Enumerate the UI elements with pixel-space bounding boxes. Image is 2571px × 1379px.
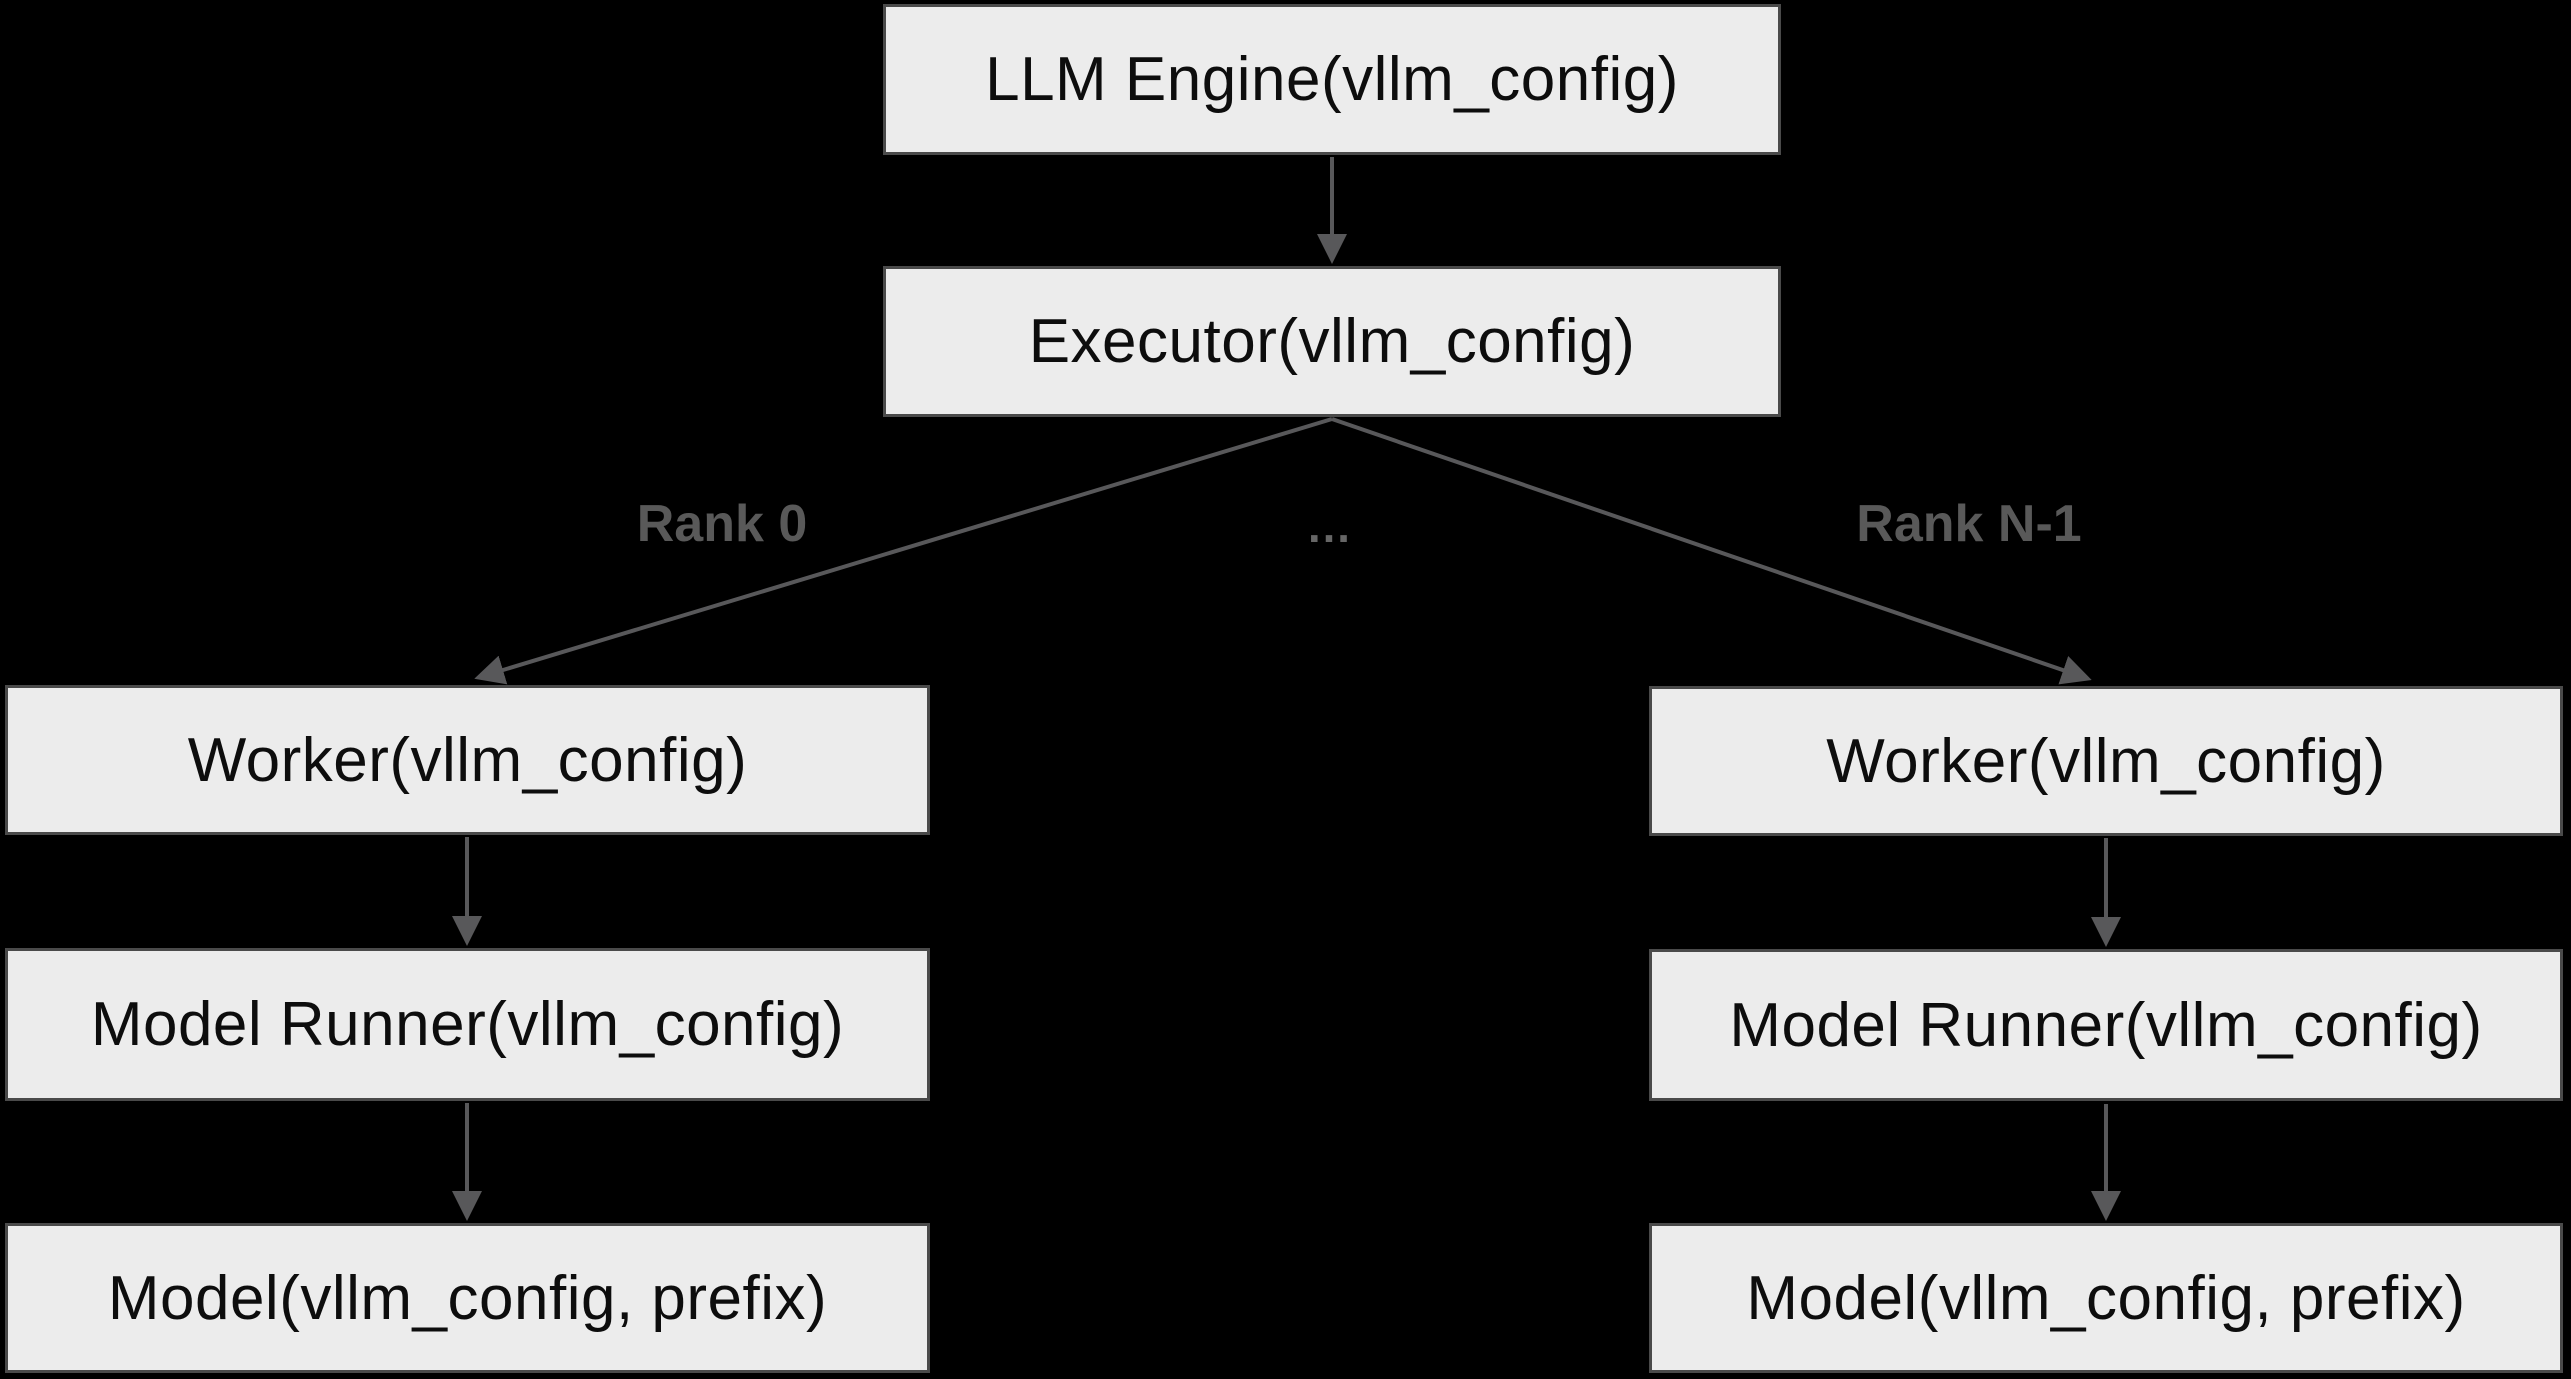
edge-label-ellipsis: … xyxy=(1306,500,1354,552)
node-executor: Executor(vllm_config) xyxy=(883,266,1781,417)
edge-label-rank-n-1: Rank N-1 xyxy=(1856,495,2082,553)
node-model-right: Model(vllm_config, prefix) xyxy=(1649,1223,2563,1373)
edge-label-rank-0: Rank 0 xyxy=(636,495,808,553)
arrow-executor-to-worker-left xyxy=(474,417,1333,685)
arrow-executor-to-worker-right xyxy=(1331,417,2092,685)
node-model-runner-left: Model Runner(vllm_config) xyxy=(5,948,930,1101)
node-worker-right: Worker(vllm_config) xyxy=(1649,686,2563,836)
node-model-runner-right: Model Runner(vllm_config) xyxy=(1649,949,2563,1101)
node-worker-left: Worker(vllm_config) xyxy=(5,685,930,835)
node-model-left: Model(vllm_config, prefix) xyxy=(5,1223,930,1373)
node-llm-engine: LLM Engine(vllm_config) xyxy=(883,4,1781,155)
